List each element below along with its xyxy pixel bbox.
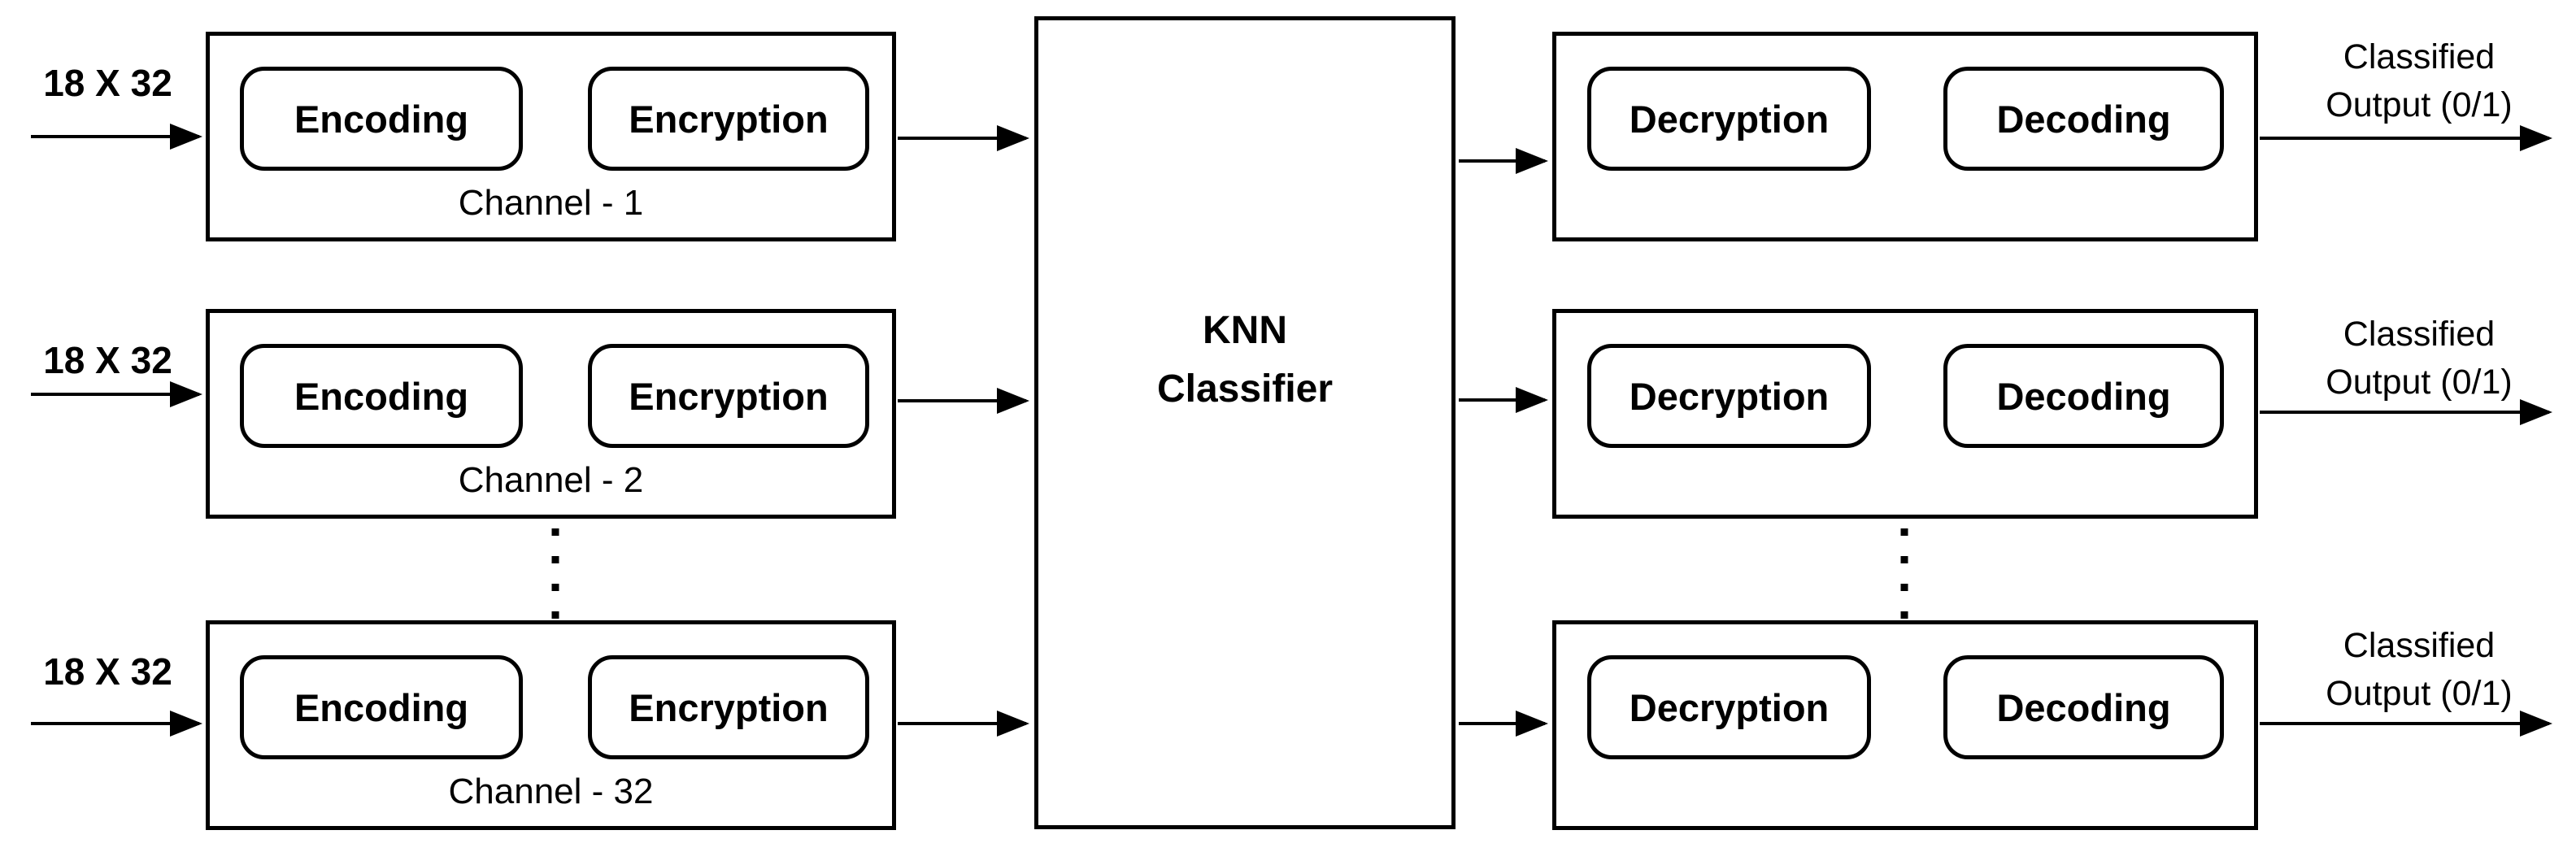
input-size-label-1: 18 X 32 — [43, 62, 172, 104]
channel-2-label: Channel - 2 — [458, 460, 644, 500]
classified-output-2-line2: Output (0/1) — [2326, 363, 2513, 402]
channel-2-block: 18 X 32 Encoding Encryption Channel - 2 — [0, 309, 2576, 519]
channel-32-label: Channel - 32 — [448, 772, 654, 811]
decoding-box-1: Decoding — [1943, 67, 2224, 171]
knn-classifier-label: KNN Classifier — [1038, 20, 1451, 419]
encoding-box-1: Encoding — [240, 67, 523, 171]
receiver-1-block: Decryption Decoding Classified Output (0… — [0, 32, 2576, 241]
encryption-box-2: Encryption — [588, 344, 869, 448]
channel-32-block: 18 X 32 Encoding Encryption Channel - 32 — [0, 620, 2576, 830]
encoding-box-3: Encoding — [240, 655, 523, 759]
knn-label-line2: Classifier — [1156, 367, 1334, 411]
input-size-label-2: 18 X 32 — [43, 339, 172, 381]
classified-output-2-line1: Classified — [2343, 315, 2496, 354]
encoding-box-2: Encoding — [240, 344, 523, 448]
receiver-3-block: Decryption Decoding Classified Output (0… — [0, 620, 2576, 830]
decryption-box-3: Decryption — [1587, 655, 1871, 759]
decoding-box-3: Decoding — [1943, 655, 2224, 759]
decoding-box-2: Decoding — [1943, 344, 2224, 448]
knn-label-line1: KNN — [1203, 309, 1287, 352]
classified-output-1-line2: Output (0/1) — [2326, 85, 2513, 125]
classified-output-label-1: Classified Output (0/1) — [2273, 33, 2565, 130]
channel-1-label: Channel - 1 — [458, 183, 644, 223]
classified-output-label-2: Classified Output (0/1) — [2273, 311, 2565, 407]
receiver-2-block: Decryption Decoding Classified Output (0… — [0, 309, 2576, 519]
encryption-box-1: Encryption — [588, 67, 869, 171]
channel-1-block: 18 X 32 Encoding Encryption Channel - 1 — [0, 32, 2576, 241]
classified-output-label-3: Classified Output (0/1) — [2273, 622, 2565, 719]
decryption-box-1: Decryption — [1587, 67, 1871, 171]
input-size-label-3: 18 X 32 — [43, 650, 172, 693]
classified-output-3-line2: Output (0/1) — [2326, 674, 2513, 714]
decryption-box-2: Decryption — [1587, 344, 1871, 448]
knn-classifier-box: KNN Classifier — [1034, 16, 1456, 829]
classified-output-3-line1: Classified — [2343, 626, 2496, 665]
classified-output-1-line1: Classified — [2343, 37, 2496, 76]
encryption-box-3: Encryption — [588, 655, 869, 759]
